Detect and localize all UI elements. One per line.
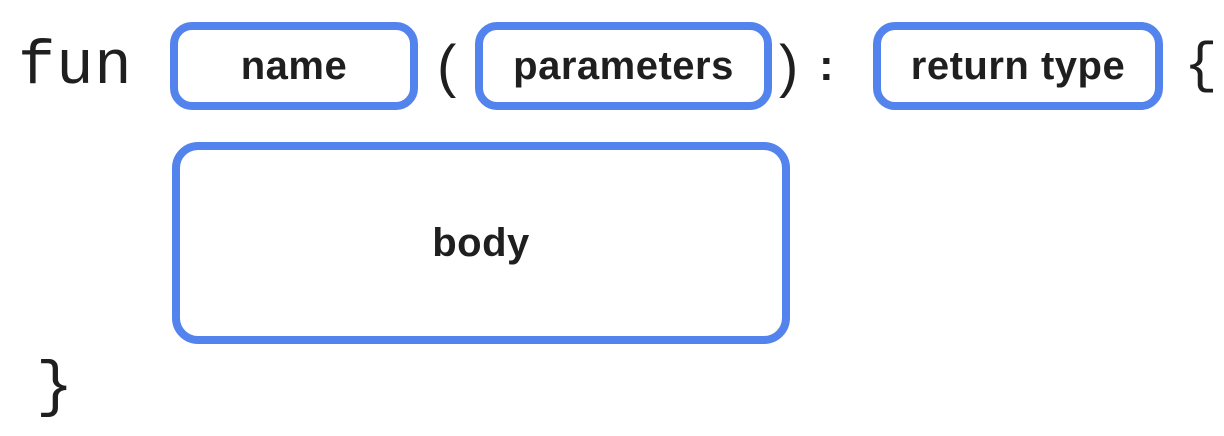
name-slot-box: name: [170, 22, 418, 110]
close-paren: ): [779, 33, 799, 99]
parameters-slot-label: parameters: [513, 43, 734, 88]
fun-keyword: fun: [18, 30, 133, 102]
open-brace: {: [1184, 34, 1218, 98]
body-slot-label: body: [432, 220, 530, 265]
colon-separator: :: [819, 41, 834, 90]
name-slot-label: name: [240, 43, 348, 88]
open-paren: (: [437, 33, 457, 99]
return-type-slot-box: return type: [873, 22, 1163, 110]
close-brace: }: [36, 351, 74, 423]
return-type-slot-label: return type: [910, 43, 1126, 88]
parameters-slot-box: parameters: [475, 22, 772, 110]
body-slot-box: body: [172, 142, 790, 344]
